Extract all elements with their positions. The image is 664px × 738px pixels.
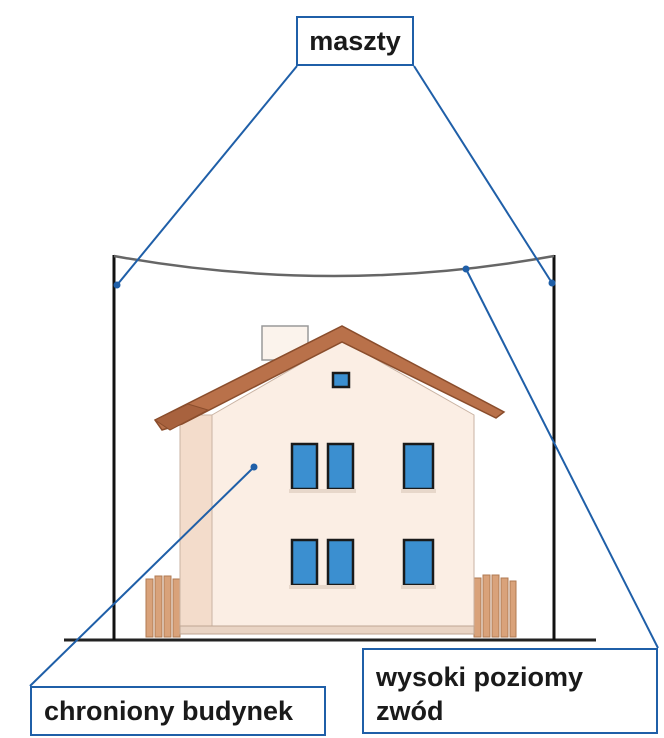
house	[153, 325, 506, 635]
window-lower-left-b	[326, 538, 355, 587]
leader-wire	[465, 268, 659, 649]
house-foundation	[179, 625, 475, 635]
label-air-termination-line2: zwód	[376, 696, 444, 726]
attic-window	[331, 371, 351, 389]
label-air-termination-wire: wysoki poziomy zwód	[362, 648, 658, 734]
label-protected-building-text: chroniony budynek	[44, 695, 294, 726]
window-lower-right	[402, 538, 435, 587]
window-sill	[401, 585, 436, 589]
horizontal-air-termination-wire	[113, 254, 555, 278]
house-roof-side	[153, 403, 210, 431]
label-masts: maszty	[296, 16, 414, 66]
leader-masts-right	[413, 65, 553, 284]
window-sill	[289, 585, 356, 589]
leader-dot-mast-right	[548, 279, 556, 287]
fence-right	[473, 574, 517, 638]
leader-masts-left	[116, 65, 298, 286]
leader-dot-mast-left	[113, 281, 121, 289]
label-protected-building: chroniony budynek	[30, 686, 326, 736]
leader-building	[29, 466, 255, 687]
leader-dot-building	[250, 463, 258, 471]
window-upper-left-a	[290, 442, 319, 491]
window-upper-left-b	[326, 442, 355, 491]
label-air-termination-line1: wysoki poziomy	[376, 662, 584, 692]
leader-dot-wire	[462, 265, 470, 273]
window-sill	[401, 489, 436, 493]
fence-left	[145, 575, 181, 638]
window-lower-left-a	[290, 538, 319, 587]
label-masts-text: maszty	[309, 25, 401, 56]
window-sill	[289, 489, 356, 493]
window-upper-right	[402, 442, 435, 491]
